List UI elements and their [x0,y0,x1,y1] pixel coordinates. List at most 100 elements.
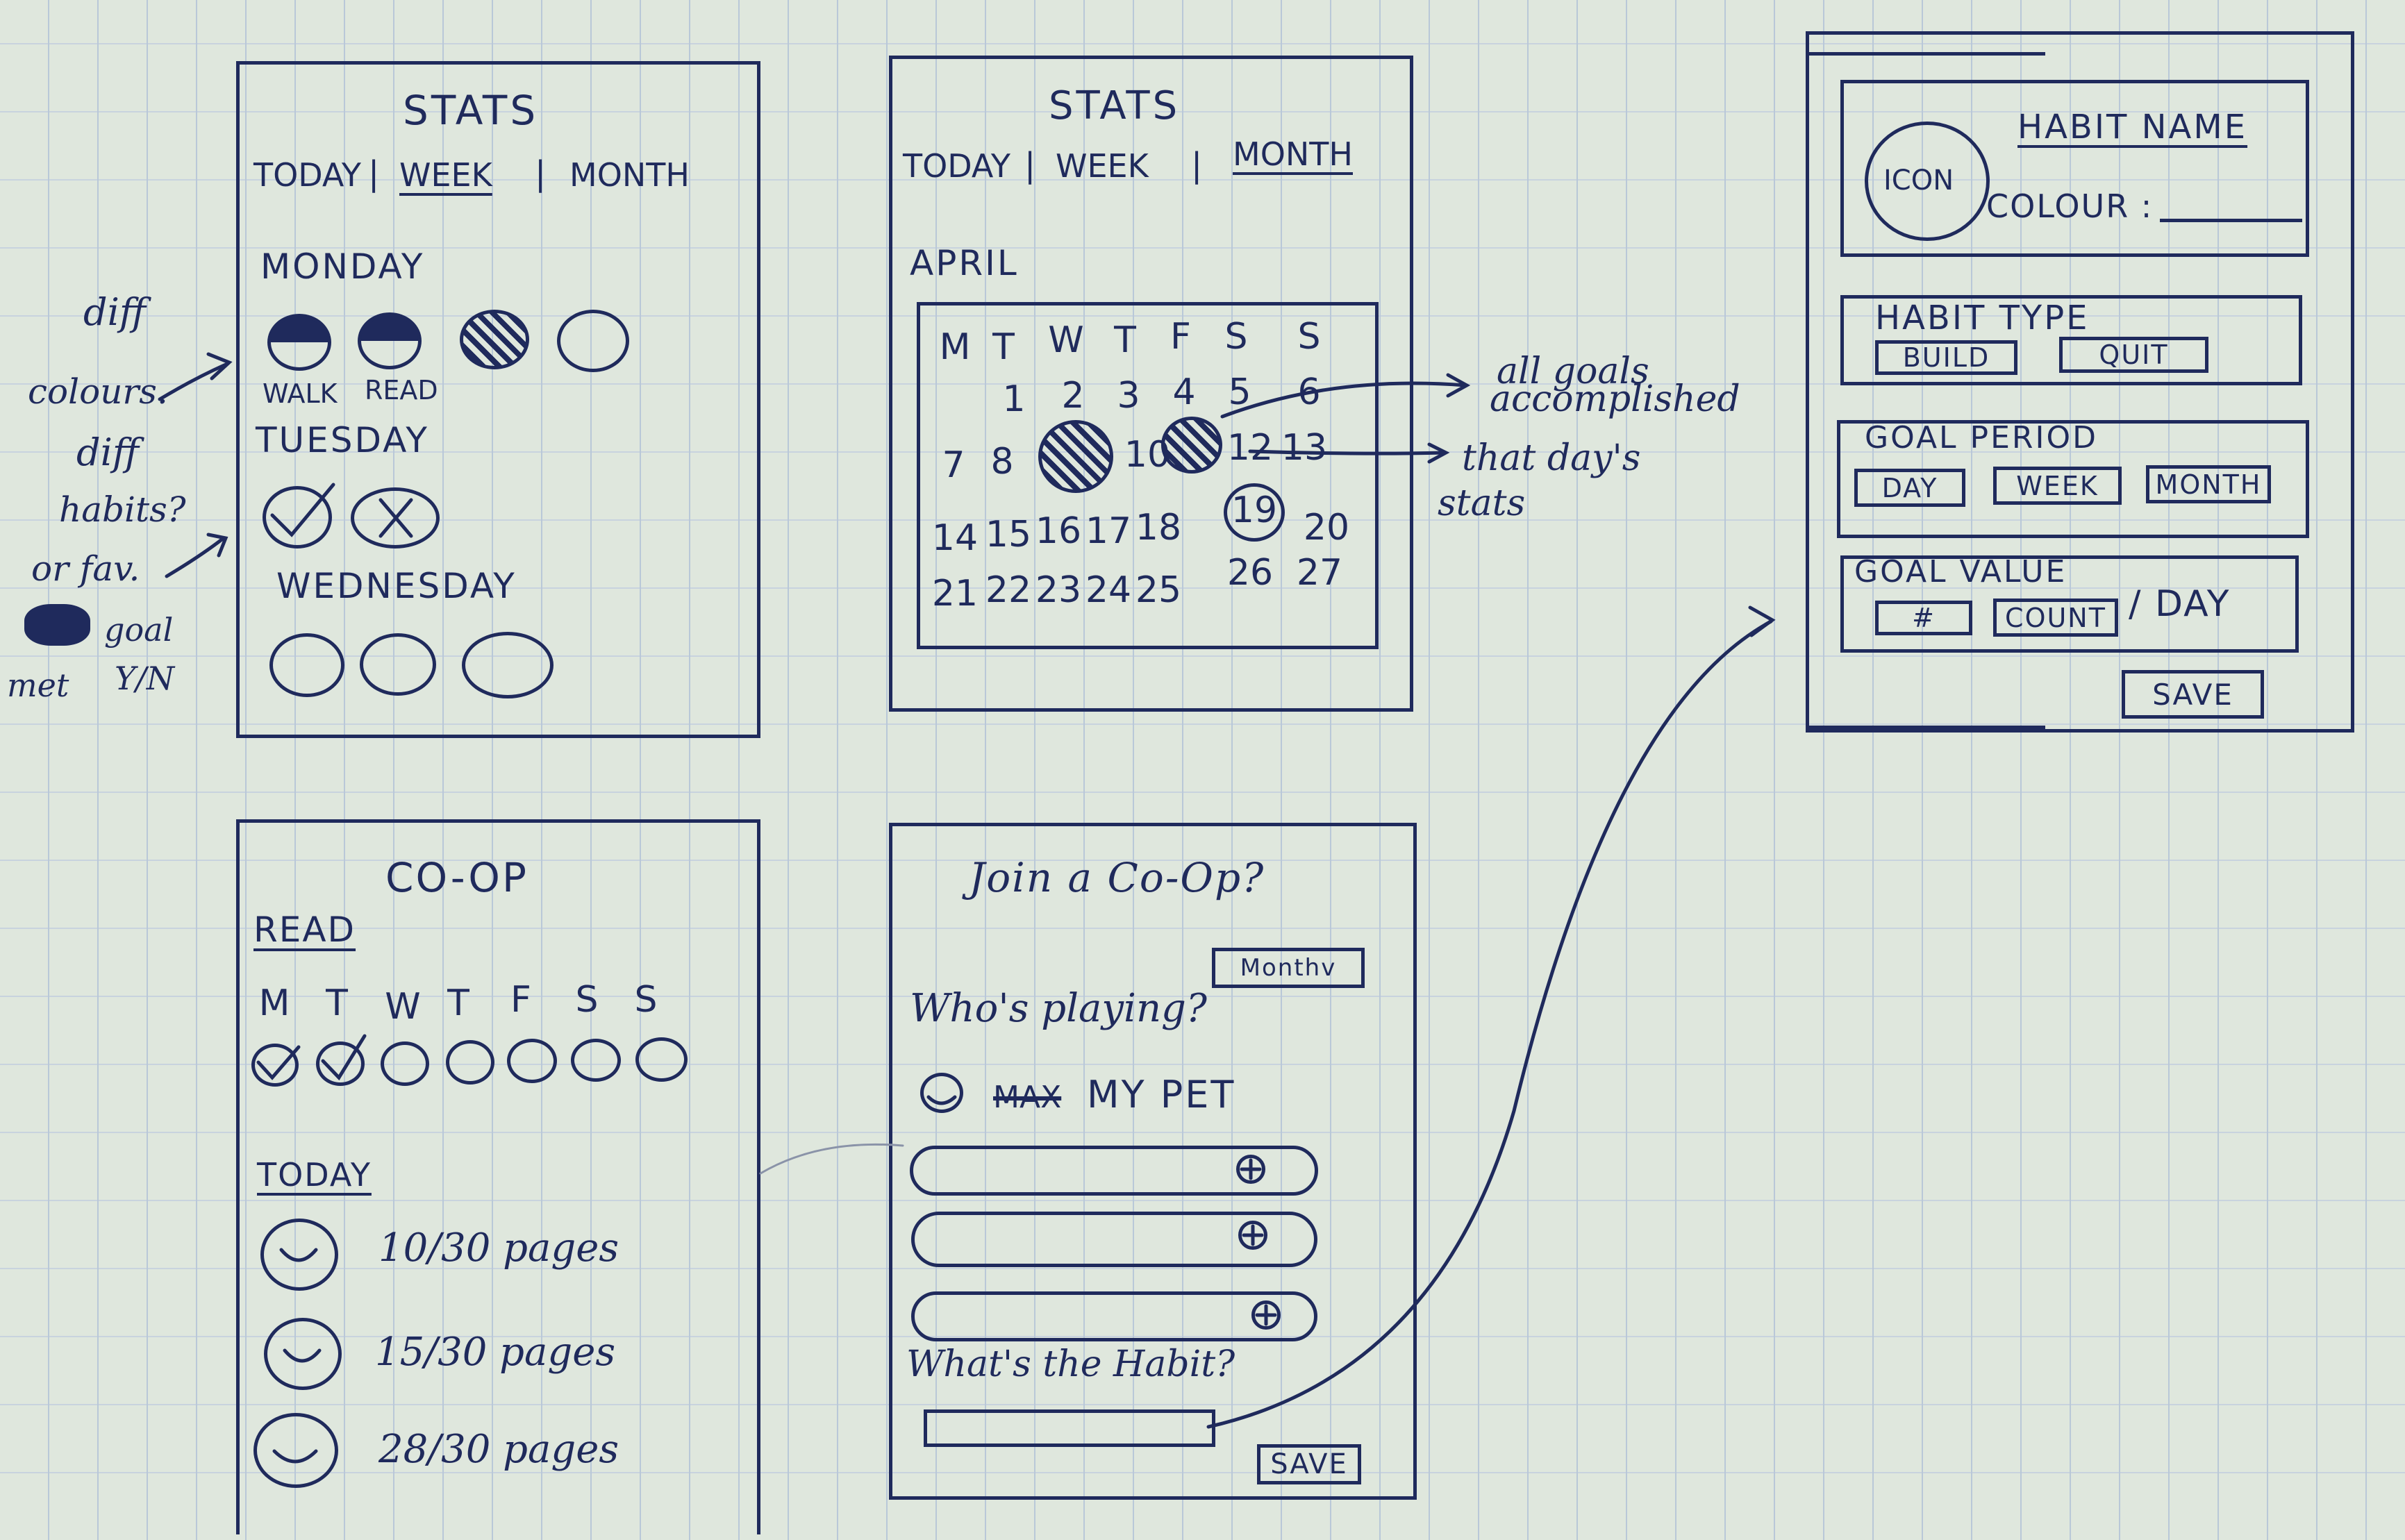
habit-cross-circle[interactable] [351,487,440,549]
habit-icon-picker[interactable] [1865,122,1990,241]
tab-divider: | [1024,146,1036,185]
member-avatar-icon [260,1219,338,1291]
habit-question-label: What's the Habit? [906,1344,1235,1385]
today-section-title: TODAY [257,1156,372,1194]
calendar-day[interactable]: 8 [990,441,1014,483]
habit-circle-read[interactable] [358,312,422,369]
side-note: met [7,667,69,704]
build-button[interactable]: BUILD [1875,340,2017,375]
pet-name-scribble: MAX [993,1080,1062,1115]
habit-circle[interactable] [360,633,436,696]
calendar-day[interactable]: 7 [942,444,965,486]
day-check-circle[interactable] [635,1037,688,1082]
annotation-all-goals: all goals [1497,351,1649,392]
weekday-label: W [1048,319,1084,361]
weekday-label: M [939,326,971,368]
side-note: habits? [59,489,186,530]
quit-button[interactable]: QUIT [2059,337,2208,373]
habit-circle[interactable] [269,633,344,697]
per-day-label: / DAY [2129,583,2231,625]
side-note: diff [83,290,147,334]
calendar-day-goals-met[interactable] [1038,420,1113,493]
weekday-label: T [326,982,348,1024]
goal-value-number-field[interactable]: # [1875,601,1972,635]
calendar-day[interactable]: 23 [1035,569,1082,611]
calendar-day[interactable]: 22 [985,569,1032,611]
coop-screen [236,819,760,1534]
habit-type-label: HABIT TYPE [1875,299,2090,337]
calendar-day[interactable]: 18 [1135,507,1182,549]
day-button[interactable]: DAY [1854,469,1965,507]
habit-circle-walk[interactable] [267,314,331,371]
calendar-day[interactable]: 27 [1296,552,1343,594]
day-check-circle[interactable] [571,1039,621,1082]
tab-divider: | [535,154,547,193]
calendar-day[interactable]: 17 [1085,510,1132,552]
tab-week[interactable]: WEEK [399,156,492,194]
pet-name: MY PET [1087,1073,1236,1116]
calendar-day[interactable]: 14 [931,517,979,559]
day-check-circle[interactable] [507,1039,557,1083]
calendar-day[interactable]: 24 [1085,569,1132,611]
tab-week[interactable]: WEEK [1056,147,1149,185]
calendar-day[interactable]: 15 [985,514,1032,555]
tab-today[interactable]: TODAY [253,156,361,194]
member-progress: 10/30 pages [378,1225,619,1271]
calendar-day[interactable]: 26 [1226,552,1274,594]
habit-header-card [1840,80,2309,257]
habit-circle-4[interactable] [557,310,629,372]
add-player-icon[interactable] [1251,1300,1281,1330]
member-progress: 28/30 pages [378,1427,619,1472]
member-avatar-icon [264,1318,342,1390]
habit-name-field[interactable]: HABIT NAME [2017,108,2248,147]
annotation-all-goals: accomplished [1490,378,1740,420]
calendar-day[interactable]: 19 [1231,489,1278,531]
calendar-day[interactable]: 25 [1135,569,1182,611]
weekday-label: T [992,326,1015,368]
day-check-circle[interactable] [381,1041,429,1086]
calendar-day[interactable]: 20 [1303,507,1350,549]
tab-today[interactable]: TODAY [903,147,1010,185]
calendar-day[interactable]: 3 [1117,375,1140,417]
calendar-day[interactable]: 4 [1172,371,1196,413]
habit-input[interactable] [924,1409,1215,1447]
weekday-label: M [258,982,290,1024]
calendar-day-goals-met[interactable] [1161,417,1222,474]
weekday-label: S [1297,316,1321,358]
calendar-day[interactable]: 13 [1281,427,1328,469]
save-button[interactable]: SAVE [2122,670,2264,719]
calendar-day[interactable]: 5 [1228,371,1251,413]
day-check-circle[interactable] [251,1044,299,1087]
calendar-day[interactable]: 6 [1297,371,1321,413]
colour-label: COLOUR : [1986,187,2154,225]
page-title: CO-OP [385,854,529,901]
colour-field[interactable] [2160,219,2302,222]
pet-avatar-icon [920,1073,963,1113]
calendar-day-selected[interactable] [1224,483,1285,542]
habit-check-circle[interactable] [263,486,332,549]
goal-value-count-field[interactable]: COUNT [1993,599,2118,637]
goal-value-label: GOAL VALUE [1854,554,2067,589]
add-player-icon[interactable] [1238,1221,1267,1250]
habit-icon-label: ICON [1883,165,1954,196]
tab-month[interactable]: MONTH [1233,135,1353,173]
calendar-day[interactable]: 1 [1002,378,1026,420]
period-dropdown[interactable]: Monthv [1212,948,1365,988]
day-check-circle[interactable] [316,1041,365,1086]
habit-circle[interactable] [462,632,554,698]
calendar-day[interactable]: 12 [1226,427,1274,469]
day-check-circle[interactable] [446,1040,494,1085]
calendar-day[interactable]: 16 [1035,510,1082,552]
month-button[interactable]: MONTH [2146,465,2271,503]
add-player-icon[interactable] [1236,1155,1265,1184]
habit-circle-3[interactable] [460,310,529,369]
side-note: Y/N [115,660,175,697]
calendar-day[interactable]: 2 [1061,375,1085,417]
calendar-day[interactable]: 21 [931,573,979,614]
day-heading: MONDAY [260,246,425,287]
tab-month[interactable]: MONTH [569,156,690,194]
month-label: APRIL [910,243,1019,283]
side-note: goal [104,611,174,648]
save-button[interactable]: SAVE [1257,1444,1361,1484]
week-button[interactable]: WEEK [1993,467,2122,505]
